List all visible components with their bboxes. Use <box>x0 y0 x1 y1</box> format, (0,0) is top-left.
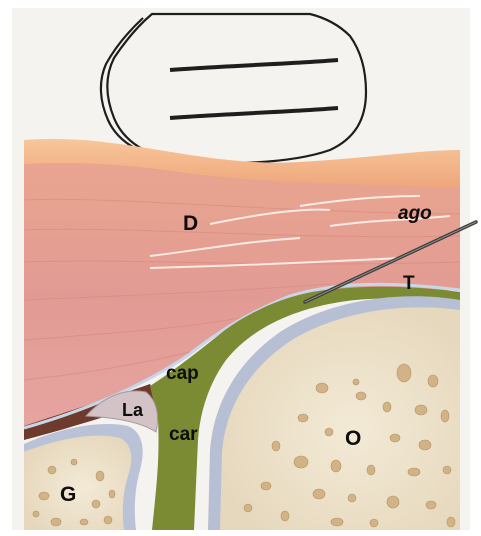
label-capsule: cap <box>166 364 199 383</box>
label-needle: ago <box>398 204 432 223</box>
label-deltoid: D <box>183 213 198 234</box>
label-cartilage: car <box>169 425 198 444</box>
label-glenoid: G <box>60 484 76 505</box>
label-tendon: T <box>403 274 415 293</box>
label-humeral-head: O <box>345 428 361 449</box>
label-labrum: La <box>122 401 143 419</box>
glenoid <box>24 424 143 530</box>
